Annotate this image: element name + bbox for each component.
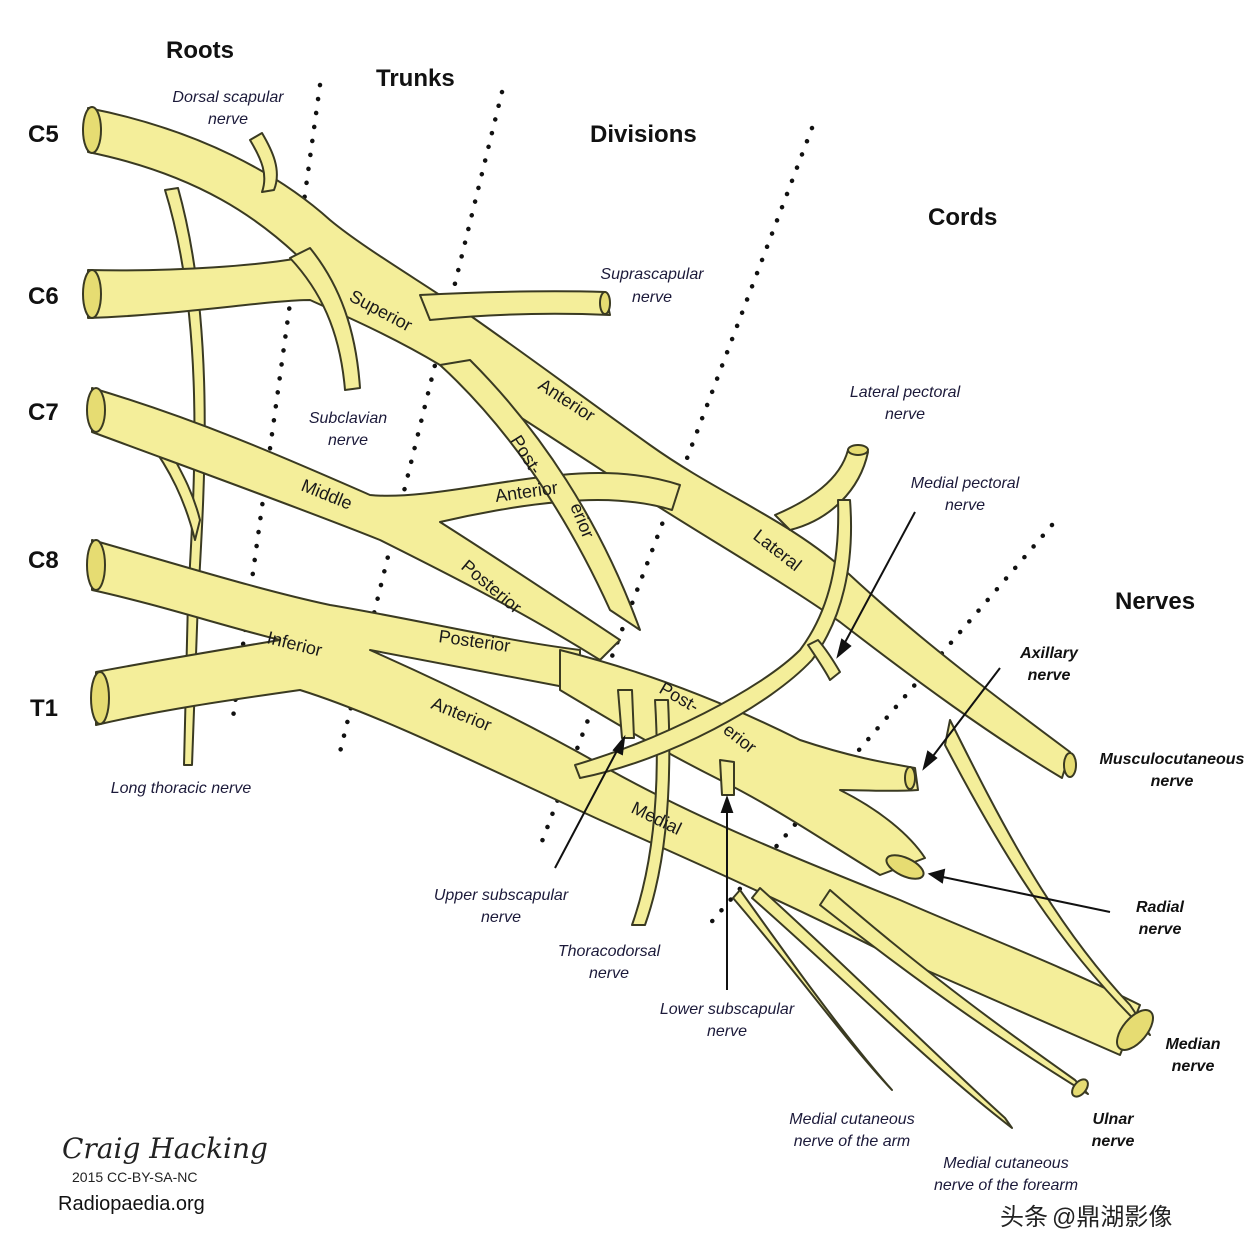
t1-cut-end bbox=[90, 671, 110, 725]
medial-pectoral-stub-shape bbox=[807, 639, 841, 681]
label-subclavian-2: nerve bbox=[328, 432, 368, 449]
arrow-axillary-head bbox=[922, 750, 938, 771]
terminal-labels: Axillary nerve Musculocutaneous nerve Ra… bbox=[1019, 645, 1244, 1150]
label-lateral-pectoral-2: nerve bbox=[885, 406, 925, 423]
musculocutaneous-cut-end bbox=[1063, 752, 1077, 778]
watermark: 头条 @鼎湖影像 bbox=[1000, 1204, 1172, 1231]
arrow-axillary bbox=[929, 667, 1001, 761]
label-medial-cut-forearm-2: nerve of the forearm bbox=[934, 1177, 1078, 1194]
medial-cutaneous-forearm-shape bbox=[751, 887, 1013, 1129]
label-musculocutaneous-2: nerve bbox=[1151, 773, 1194, 790]
label-upper-subscapular: Upper subscapular bbox=[434, 887, 569, 904]
label-thoracodorsal: Thoracodorsal bbox=[558, 943, 661, 960]
label-lower-subscapular: Lower subscapular bbox=[660, 1001, 795, 1018]
label-subclavian: Subclavian bbox=[309, 410, 387, 427]
branch-labels: Dorsal scapular nerve Suprascapular nerv… bbox=[111, 89, 1078, 1194]
label-radial-2: nerve bbox=[1139, 921, 1182, 938]
watermark-prefix: 头条 bbox=[1000, 1204, 1048, 1231]
suprascapular-nerve-shape bbox=[419, 290, 611, 321]
subclavian-nerve-shape bbox=[289, 247, 361, 391]
arrow-radial bbox=[937, 875, 1111, 913]
medial-pectoral-loop-shape bbox=[574, 499, 853, 779]
label-suprascapular-2: nerve bbox=[632, 289, 672, 306]
medial-cutaneous-arm-shape bbox=[732, 889, 893, 1091]
label-suprascapular: Suprascapular bbox=[600, 266, 704, 283]
lower-subscapular-nerve-shape bbox=[719, 759, 735, 796]
radial-cut-end bbox=[885, 854, 925, 880]
label-medial-pectoral-2: nerve bbox=[945, 497, 985, 514]
header-trunks: Trunks bbox=[376, 65, 455, 92]
root-t1: T1 bbox=[30, 695, 58, 722]
ulnar-nerve-shape bbox=[819, 889, 1089, 1095]
label-medial-cut-arm-2: nerve of the arm bbox=[794, 1133, 911, 1150]
label-dorsal-scapular: Dorsal scapular bbox=[172, 89, 284, 106]
label-radial: Radial bbox=[1136, 899, 1185, 916]
label-medial-cut-forearm: Medial cutaneous bbox=[943, 1155, 1068, 1172]
arrow-upper-subscapular bbox=[554, 744, 621, 869]
label-axillary-2: nerve bbox=[1028, 667, 1071, 684]
label-thoracodorsal-2: nerve bbox=[589, 965, 629, 982]
root-c7: C7 bbox=[28, 399, 59, 426]
lateral-pectoral-nerve-shape bbox=[774, 449, 869, 531]
upper-subscapular-nerve-shape bbox=[617, 689, 635, 739]
label-medial-cut-arm: Medial cutaneous bbox=[789, 1111, 914, 1128]
credit-block: Craig Hacking 2015 CC-BY-SA-NC Radiopaed… bbox=[58, 1132, 268, 1215]
lateral-pectoral-cut-end bbox=[847, 444, 869, 456]
label-median-2: nerve bbox=[1172, 1058, 1215, 1075]
label-medial-pectoral: Medial pectoral bbox=[911, 475, 1020, 492]
watermark-handle: @鼎湖影像 bbox=[1052, 1204, 1172, 1231]
credit-author: Craig Hacking bbox=[62, 1132, 268, 1165]
label-long-thoracic: Long thoracic nerve bbox=[111, 780, 252, 797]
nerve-bundle bbox=[87, 107, 1151, 1129]
axillary-cut-end bbox=[904, 766, 916, 790]
divider-roots-trunks bbox=[229, 82, 323, 728]
thoracodorsal-nerve-shape bbox=[631, 699, 671, 926]
label-lateral-pectoral: Lateral pectoral bbox=[850, 384, 961, 401]
arrow-radial-head bbox=[927, 868, 946, 884]
label-ulnar-2: nerve bbox=[1092, 1133, 1135, 1150]
label-axillary: Axillary bbox=[1019, 645, 1079, 662]
long-thoracic-nerve-shape bbox=[164, 187, 206, 766]
middle-trunk-shape bbox=[91, 387, 681, 661]
posterior-cord-shape bbox=[559, 649, 926, 876]
label-musculocutaneous: Musculocutaneous bbox=[1100, 751, 1245, 768]
dorsal-scapular-nerve-shape bbox=[249, 132, 278, 193]
root-c5: C5 bbox=[28, 121, 59, 148]
nerve-cut-ends bbox=[82, 106, 1154, 1098]
c6-cut-end bbox=[82, 269, 102, 319]
header-roots: Roots bbox=[166, 37, 234, 64]
header-cords: Cords bbox=[928, 204, 997, 231]
credit-site: Radiopaedia.org bbox=[58, 1193, 205, 1215]
pointer-arrows bbox=[554, 511, 1111, 990]
credit-license: 2015 CC-BY-SA-NC bbox=[72, 1169, 198, 1185]
arrow-medial-pectoral bbox=[841, 511, 916, 649]
upper-posterior-division-shape bbox=[439, 359, 641, 631]
arrow-lower-subscapular-head bbox=[720, 795, 734, 813]
suprascapular-cut-end bbox=[599, 291, 611, 315]
label-ulnar: Ulnar bbox=[1093, 1111, 1135, 1128]
median-lateral-root-shape bbox=[944, 719, 1151, 1036]
c7-cut-end bbox=[86, 387, 106, 433]
ulnar-cut-end bbox=[1071, 1078, 1089, 1098]
c8-cut-end bbox=[86, 539, 106, 591]
label-dorsal-scapular-2: nerve bbox=[208, 111, 248, 128]
root-c8: C8 bbox=[28, 547, 59, 574]
label-lower-subscapular-2: nerve bbox=[707, 1023, 747, 1040]
divider-divisions-cords bbox=[535, 125, 815, 855]
header-nerves: Nerves bbox=[1115, 588, 1195, 615]
median-cut-end bbox=[1116, 1009, 1154, 1051]
arrow-medial-pectoral-head bbox=[836, 638, 852, 659]
root-c6: C6 bbox=[28, 283, 59, 310]
label-median: Median bbox=[1165, 1036, 1220, 1053]
header-divisions: Divisions bbox=[590, 121, 697, 148]
arrow-upper-subscapular-head bbox=[612, 734, 626, 756]
c5-cut-end bbox=[82, 106, 102, 154]
label-upper-subscapular-2: nerve bbox=[481, 909, 521, 926]
